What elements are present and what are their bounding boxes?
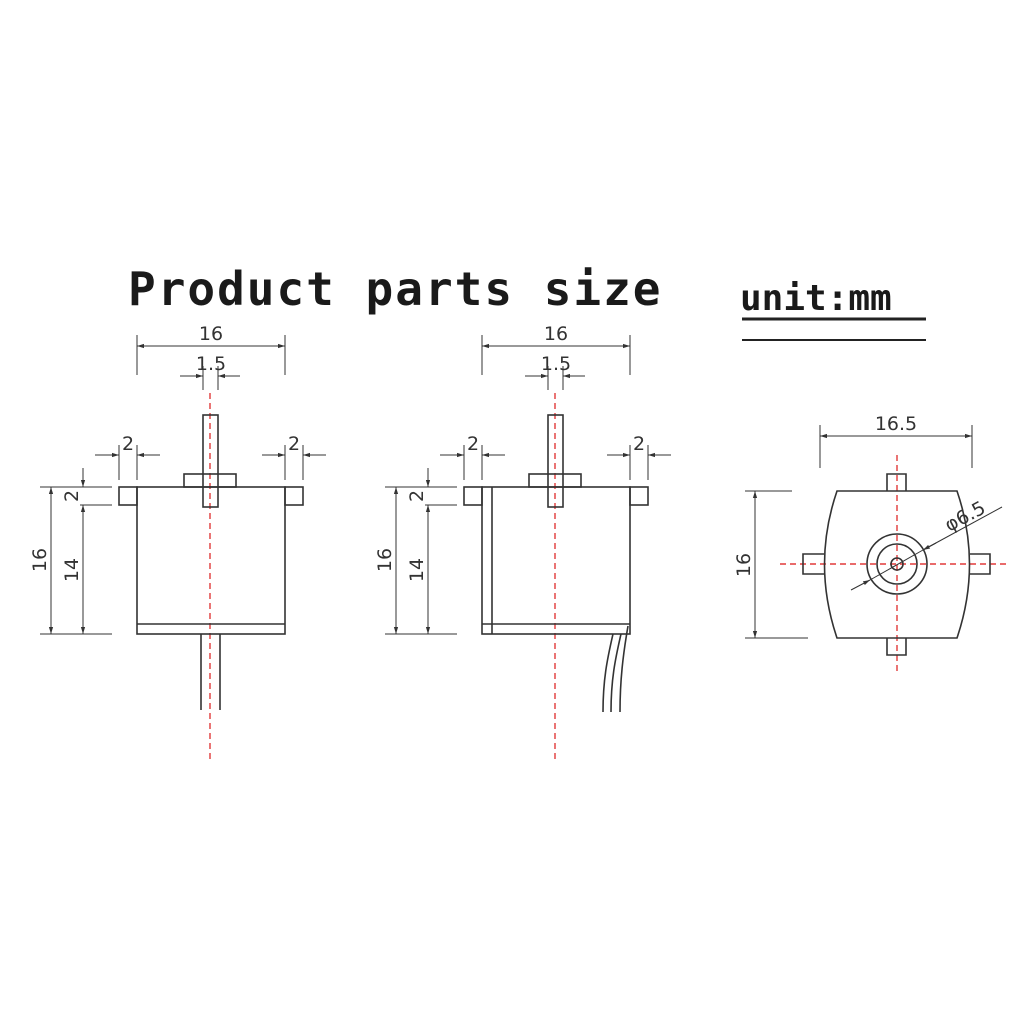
dim-width: 16: [199, 323, 223, 345]
dim-shaft: 1.5: [196, 353, 226, 375]
dim-height: 16: [733, 553, 755, 577]
title: Product parts size: [128, 262, 663, 316]
side-view-2: 16 1.5 2 2 16 14 2: [374, 323, 671, 762]
dim-shaft: 1.5: [541, 353, 571, 375]
dim-tab-right: 2: [288, 433, 300, 455]
dim-height-total: 16: [374, 548, 396, 572]
dim-tab-right: 2: [633, 433, 645, 455]
dim-tab-height: 2: [406, 490, 428, 502]
unit-label: unit:mm: [740, 278, 892, 319]
dim-body-height: 14: [406, 558, 428, 582]
dim-tab-height: 2: [61, 490, 83, 502]
side-view-1: 16 1.5 2 2 16 14 2: [29, 323, 326, 762]
dim-width: 16: [544, 323, 568, 345]
dim-height-total: 16: [29, 548, 51, 572]
end-view: 16.5 16 φ6.5: [733, 413, 1010, 675]
dim-tab-left: 2: [467, 433, 479, 455]
unit-label-group: unit:mm: [740, 278, 926, 341]
dim-tab-left: 2: [122, 433, 134, 455]
dim-diameter: φ6.5: [941, 497, 989, 536]
dim-width: 16.5: [875, 413, 917, 435]
dim-body-height: 14: [61, 558, 83, 582]
